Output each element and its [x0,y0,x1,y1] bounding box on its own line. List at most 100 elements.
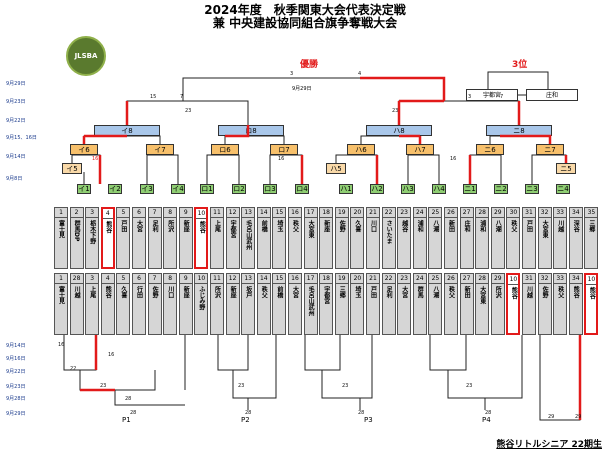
pool-label: P3 [364,416,373,424]
team-number: 28 [476,274,489,284]
svg-text:23: 23 [466,383,472,389]
team-name: 毛呂山武州 [307,286,315,316]
team-name: 前橋 [260,220,268,232]
team-name: 熊谷 [588,287,596,299]
team-number: 27 [460,208,473,218]
team-name: 宇都宮 [229,220,237,238]
pool-label: P4 [482,416,491,424]
svg-text:3: 3 [290,71,293,77]
team-name: 富士見 [57,286,65,304]
team-slot: 31 戸田 [522,207,536,269]
team-number: 18 [320,274,333,284]
team-number: 31 [523,208,535,218]
team-name: 群馬DP [73,220,81,242]
team-name: 佐野 [151,286,159,298]
team-number: 33 [554,274,567,284]
team-number: 21 [367,208,379,218]
team-name: 秩父 [556,286,564,298]
svg-text:7: 7 [500,94,503,100]
bracket-slot: イ4 [171,184,185,194]
team-name: 埼玉 [275,220,283,232]
date-label: 9月16日 [6,356,26,362]
team-number: 18 [320,208,333,218]
team-number: 5 [117,208,130,218]
team-number: 17 [304,208,317,218]
team-number: 24 [413,274,426,284]
team-name: 大宮 [400,286,408,298]
team-number: 10 [195,274,208,284]
team-number: 8 [164,208,177,218]
bracket-slot: ハ1 [339,184,353,194]
team-number: 20 [351,208,364,218]
team-name: 新座 [182,220,190,232]
team-number: 35 [585,208,598,218]
team-name: 上尾 [213,220,221,232]
team-name: 戸田 [525,220,533,232]
team-name: 佐野 [541,286,549,298]
date-label: 9月14日 [6,154,26,160]
team-name: 富士見 [57,220,65,238]
team-name: 熊谷 [572,286,580,298]
svg-text:16: 16 [450,156,456,162]
date-label: 9月29日 [6,411,26,417]
team-number: 3 [86,208,99,218]
team-name: 足利 [385,286,393,298]
bracket-slot: ニ4 [556,184,570,194]
bracket-slot: ニ3 [525,184,539,194]
team-number: 8 [164,274,177,284]
team-name: 新田 [463,286,471,298]
bracket-slot: ロ2 [232,184,246,194]
svg-text:23: 23 [392,108,398,114]
team-name: 足利 [151,220,159,232]
bracket-slot: ハ3 [401,184,415,194]
team-name: 川越 [525,286,533,298]
svg-text:29: 29 [575,414,581,420]
pool-label: P2 [241,416,250,424]
team-number: 26 [445,274,457,284]
svg-text:28: 28 [485,410,491,416]
svg-text:23: 23 [100,383,106,389]
team-name: 戸田 [369,286,377,298]
svg-text:23: 23 [342,383,348,389]
date-label: 9月15、16日 [6,135,37,141]
svg-text:15: 15 [150,94,156,100]
team-number: 30 [507,208,520,218]
team-name: 大宮東 [307,220,315,238]
team-number: 7 [148,274,161,284]
team-number: 31 [523,274,535,284]
team-number: 22 [382,208,395,218]
title-line2: 兼 中央建設協同組合旗争奪戦大会 [212,16,398,30]
team-number: 22 [382,274,395,284]
team-name: 大宮 [291,286,299,298]
team-number: 23 [398,208,411,218]
team-name: 佐野 [338,220,346,232]
team-name: 所沢 [213,286,221,298]
team-number: 13 [242,208,255,218]
team-number: 5 [117,274,130,284]
team-name: 川越 [73,286,81,298]
team-number: 24 [413,208,426,218]
